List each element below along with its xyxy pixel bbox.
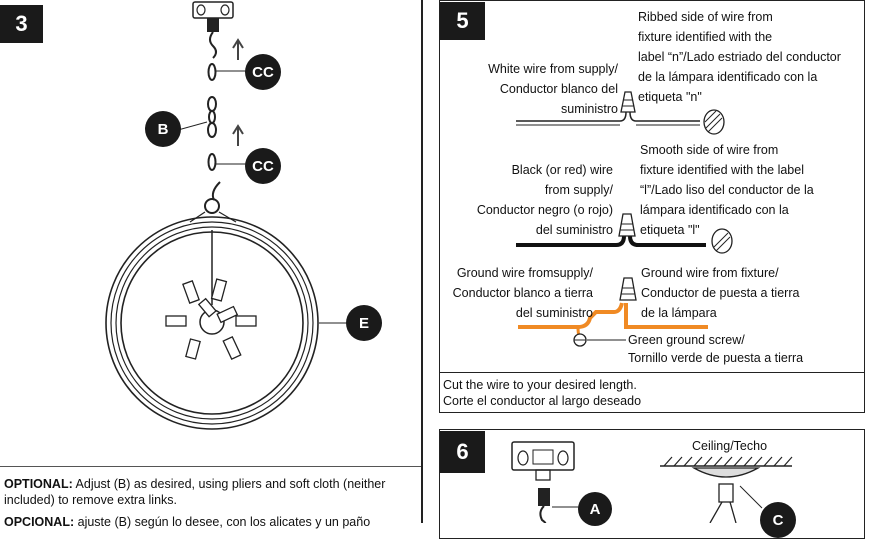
label-ceiling: Ceiling/Techo xyxy=(692,439,768,453)
step-5-number: 5 xyxy=(440,2,485,40)
step5-note-divider xyxy=(440,372,864,373)
step6-illustration xyxy=(511,441,793,523)
badge-a: A xyxy=(578,492,612,526)
optional-label: OPTIONAL: xyxy=(4,477,73,491)
label-black-supply: Black (or red) wire from supply/ Conduct… xyxy=(476,163,613,237)
optional-note: OPTIONAL: Adjust (B) as desired, using p… xyxy=(4,476,416,508)
optional-text: Adjust (B) as desired, using pliers and … xyxy=(4,477,386,507)
label-ground-fixture: Ground wire from fixture/ Conductor de p… xyxy=(641,266,800,320)
step5-wiring-illustration xyxy=(516,91,733,347)
badge-c: C xyxy=(760,502,796,538)
badge-e: E xyxy=(346,305,382,341)
label-white-supply: White wire from supply/ Conductor blanco… xyxy=(488,62,618,116)
step3-illustration xyxy=(105,1,346,430)
step3-text-divider xyxy=(0,466,421,467)
step-6-number: 6 xyxy=(440,431,485,473)
label-green-screw: Green ground screw/ Tornillo verde de pu… xyxy=(628,333,804,365)
step-5-panel xyxy=(439,0,865,413)
cut-wire-note: Cut the wire to your desired length. Cor… xyxy=(443,378,642,408)
center-divider xyxy=(421,0,423,523)
label-ground-supply: Ground wire fromsupply/ Conductor blanco… xyxy=(452,266,593,320)
badge-b: B xyxy=(145,111,181,147)
badge-cc-bottom: CC xyxy=(245,148,281,184)
label-smooth-side: Smooth side of wire from fixture identif… xyxy=(640,143,814,237)
badge-cc-top: CC xyxy=(245,54,281,90)
step-3-number: 3 xyxy=(0,5,43,43)
label-ribbed-side: Ribbed side of wire from fixture identif… xyxy=(638,10,841,104)
